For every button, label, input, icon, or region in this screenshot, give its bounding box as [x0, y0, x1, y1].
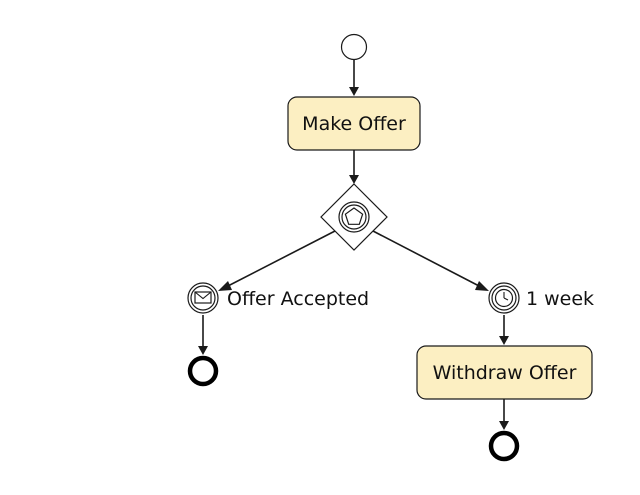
flow-withdraw-offer-to-end[interactable]	[499, 399, 509, 430]
start-event[interactable]	[340, 33, 368, 61]
event-based-gateway[interactable]	[320, 183, 388, 251]
task-make-offer[interactable]: Make Offer	[287, 96, 421, 151]
task-withdraw-offer-label: Withdraw Offer	[433, 362, 577, 384]
task-make-offer-label: Make Offer	[302, 113, 406, 135]
envelope-icon	[194, 291, 212, 304]
event-offer-accepted-label: Offer Accepted	[227, 288, 369, 310]
flow-offer-accepted-to-end[interactable]	[198, 315, 208, 355]
end-event-accepted[interactable]	[187, 355, 219, 387]
flow-gateway-to-timer[interactable]	[372, 230, 489, 291]
end-event-withdrawn[interactable]	[488, 430, 520, 462]
flow-gateway-to-offer-accepted[interactable]	[218, 230, 336, 291]
flow-timer-to-withdraw-offer[interactable]	[499, 315, 509, 345]
flow-make-offer-to-gateway[interactable]	[349, 150, 359, 184]
event-timer[interactable]	[488, 282, 520, 314]
clock-icon	[494, 288, 514, 308]
event-offer-accepted[interactable]	[187, 282, 219, 314]
pentagon-icon	[344, 207, 364, 225]
flow-start-to-make-offer[interactable]	[349, 60, 359, 96]
task-withdraw-offer[interactable]: Withdraw Offer	[416, 345, 593, 400]
event-timer-label: 1 week	[526, 288, 594, 310]
